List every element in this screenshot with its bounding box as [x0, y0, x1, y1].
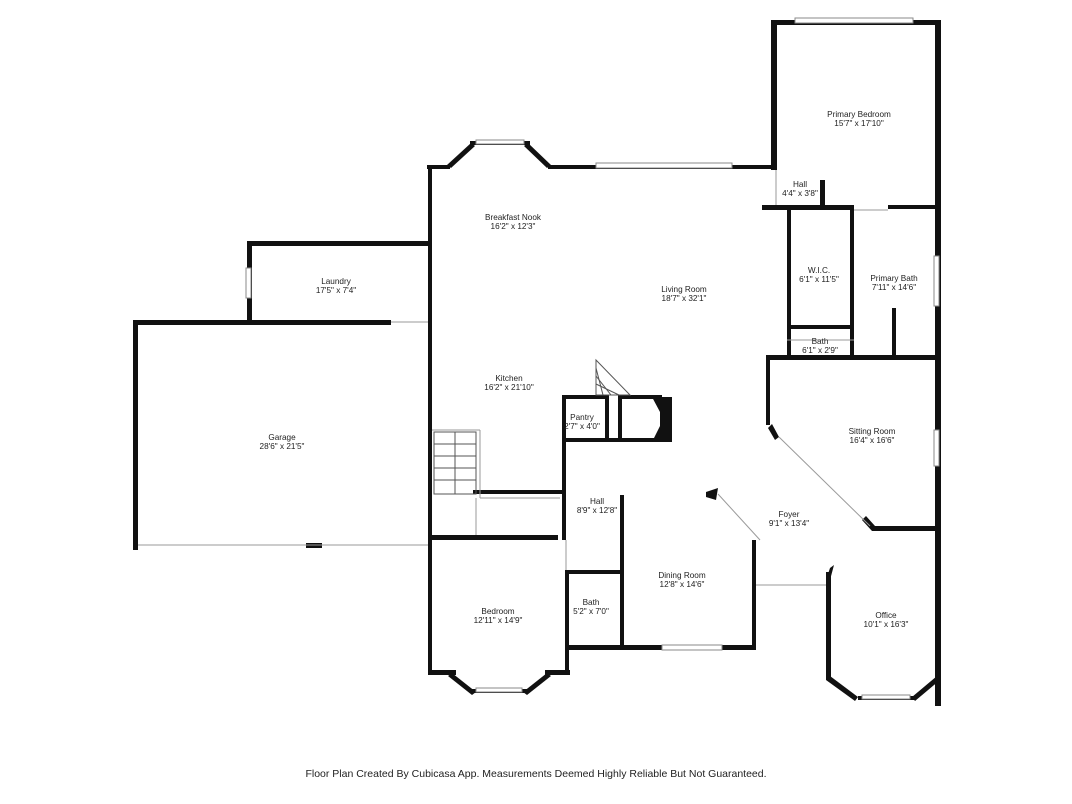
- room-name: Sitting Room: [849, 427, 896, 436]
- room-primary-bedroom: Primary Bedroom 15'7" x 17'10": [827, 110, 891, 128]
- room-size: 18'7" x 32'1": [662, 294, 707, 303]
- room-size: 16'2" x 12'3": [491, 222, 536, 231]
- room-bath-lower: Bath 5'2" x 7'0": [573, 598, 609, 616]
- room-name: Living Room: [661, 285, 707, 294]
- room-office: Office 10'1" x 16'3": [864, 611, 909, 629]
- room-hall-upper: Hall 4'4" x 3'8": [782, 180, 818, 198]
- room-size: 2'7" x 4'0": [564, 422, 600, 431]
- room-dining-room: Dining Room 12'8" x 14'6": [658, 571, 706, 589]
- stairs-kitchen: [433, 431, 477, 495]
- room-name: Breakfast Nook: [485, 213, 542, 222]
- room-size: 12'11" x 14'9": [474, 616, 523, 625]
- room-size: 5'2" x 7'0": [573, 607, 609, 616]
- room-pantry: Pantry 2'7" x 4'0": [564, 413, 600, 431]
- room-name: Dining Room: [658, 571, 706, 580]
- room-name: W.I.C.: [808, 266, 830, 275]
- room-size: 7'11" x 14'6": [872, 283, 916, 292]
- room-breakfast-nook: Breakfast Nook 16'2" x 12'3": [485, 213, 542, 231]
- room-size: 17'5" x 7'4": [316, 286, 356, 295]
- room-size: 4'4" x 3'8": [782, 189, 818, 198]
- room-bath-small: Bath 6'1" x 2'9": [802, 337, 838, 355]
- room-name: Bath: [812, 337, 829, 346]
- room-name: Bedroom: [481, 607, 514, 616]
- room-name: Primary Bath: [870, 274, 918, 283]
- footer-disclaimer: Floor Plan Created By Cubicasa App. Meas…: [305, 768, 767, 780]
- room-size: 15'7" x 17'10": [834, 119, 884, 128]
- room-size: 12'8" x 14'6": [660, 580, 705, 589]
- room-sitting-room: Sitting Room 16'4" x 16'6": [849, 427, 896, 445]
- room-name: Laundry: [321, 277, 351, 286]
- room-garage: Garage 28'6" x 21'5": [260, 433, 305, 451]
- room-name: Primary Bedroom: [827, 110, 891, 119]
- room-living-room: Living Room 18'7" x 32'1": [661, 285, 707, 303]
- walls: [133, 20, 941, 706]
- room-name: Kitchen: [495, 374, 523, 383]
- room-size: 28'6" x 21'5": [260, 442, 305, 451]
- room-size: 6'1" x 11'5": [799, 275, 839, 284]
- room-size: 9'1" x 13'4": [769, 519, 809, 528]
- room-size: 6'1" x 2'9": [802, 346, 838, 355]
- room-hall-lower: Hall 8'9" x 12'8": [577, 497, 617, 515]
- room-primary-bath: Primary Bath 7'11" x 14'6": [870, 274, 918, 292]
- stairs-fireplace: [595, 358, 632, 396]
- room-name: Pantry: [570, 413, 595, 422]
- room-name: Garage: [268, 433, 296, 442]
- room-name: Hall: [793, 180, 807, 189]
- room-bedroom: Bedroom 12'11" x 14'9": [474, 607, 523, 625]
- room-foyer: Foyer 9'1" x 13'4": [769, 510, 809, 528]
- room-name: Hall: [590, 497, 604, 506]
- room-kitchen: Kitchen 16'2" x 21'10": [484, 374, 534, 392]
- room-name: Bath: [583, 598, 600, 607]
- room-size: 16'2" x 21'10": [484, 383, 534, 392]
- room-name: Foyer: [779, 510, 800, 519]
- interior-lines: [138, 170, 888, 586]
- windows: [245, 17, 940, 700]
- room-laundry: Laundry 17'5" x 7'4": [316, 277, 356, 295]
- room-size: 10'1" x 16'3": [864, 620, 909, 629]
- room-size: 16'4" x 16'6": [850, 436, 895, 445]
- room-wic: W.I.C. 6'1" x 11'5": [799, 266, 839, 284]
- room-name: Office: [875, 611, 897, 620]
- room-size: 8'9" x 12'8": [577, 506, 617, 515]
